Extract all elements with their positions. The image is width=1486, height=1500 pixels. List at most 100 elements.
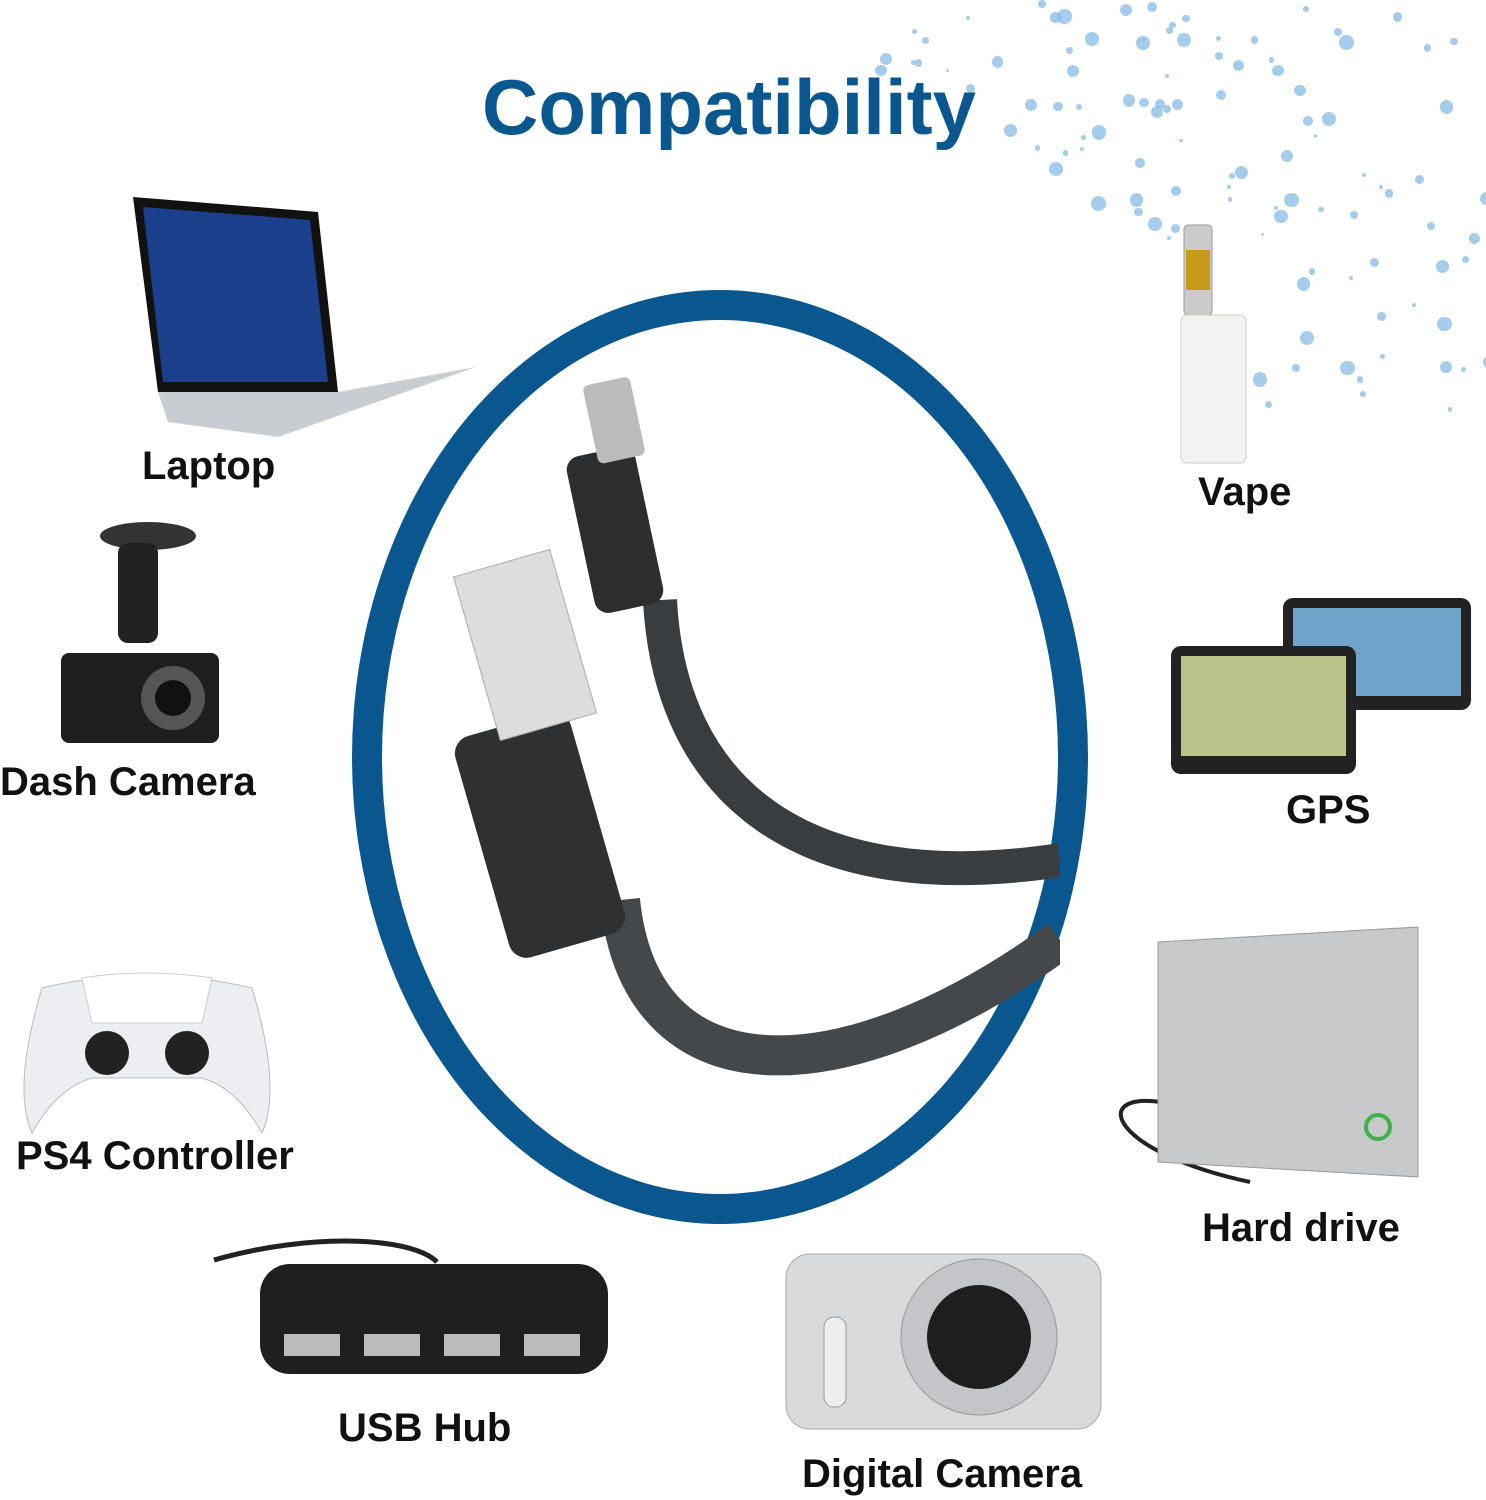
decorative-dot	[1349, 276, 1353, 281]
decorative-dot	[1135, 158, 1145, 168]
decorative-dot	[1362, 173, 1367, 178]
decorative-dot	[1333, 28, 1342, 36]
decorative-dot	[965, 15, 970, 20]
decorative-dot	[1380, 354, 1385, 359]
device-label-vape: Vape	[1198, 470, 1292, 514]
device-label-dash-camera: Dash Camera	[0, 760, 256, 804]
decorative-dot	[1066, 47, 1073, 55]
decorative-dot	[1293, 84, 1306, 97]
decorative-dot	[1339, 35, 1354, 50]
world-map-dots-decoration	[860, 0, 1486, 427]
decorative-dot	[1447, 407, 1453, 412]
hard-drive-icon	[1118, 926, 1419, 1184]
decorative-dot	[914, 59, 923, 67]
usb-hub-icon	[213, 1238, 608, 1374]
decorative-dot	[1182, 14, 1190, 23]
decorative-dot	[1179, 138, 1183, 143]
decorative-dot	[1080, 147, 1085, 151]
decorative-dot	[1062, 150, 1069, 156]
decorative-dot	[1172, 98, 1184, 110]
decorative-dot	[1080, 134, 1086, 140]
decorative-dot	[1170, 223, 1181, 233]
decorative-dot	[1308, 268, 1316, 275]
laptop-icon	[133, 197, 476, 437]
decorative-dot	[1232, 60, 1245, 72]
decorative-dot	[1450, 37, 1458, 45]
decorative-dot	[911, 60, 916, 66]
decorative-dot	[1057, 9, 1072, 24]
decorative-dot	[1468, 233, 1480, 244]
decorative-dot	[1084, 32, 1099, 46]
decorative-dot	[1284, 192, 1299, 208]
decorative-dot	[1461, 255, 1469, 263]
decorative-dot	[1439, 100, 1454, 114]
decorative-dot	[1250, 36, 1259, 45]
decorative-dot	[1215, 52, 1223, 60]
device-label-laptop: Laptop	[142, 444, 276, 488]
game-controller-icon	[23, 972, 271, 1135]
decorative-dot	[1048, 162, 1063, 177]
decorative-dot	[1004, 124, 1017, 137]
decorative-dot	[1066, 64, 1080, 77]
decorative-dot	[1092, 125, 1107, 140]
decorative-dot	[1165, 74, 1169, 78]
usb-cable-image	[452, 377, 1060, 1076]
decorative-dot	[1169, 21, 1176, 29]
decorative-dot	[1436, 260, 1449, 273]
decorative-dot	[875, 64, 887, 77]
decorative-dot	[1227, 197, 1233, 202]
decorative-dot	[1369, 257, 1380, 268]
decorative-dot	[879, 53, 892, 66]
decorative-dot	[1280, 150, 1293, 162]
decorative-dot	[1480, 191, 1486, 206]
decorative-dot	[1313, 134, 1318, 138]
decorative-dot	[1165, 26, 1173, 35]
decorative-dot	[1171, 186, 1181, 196]
decorative-dot	[1134, 208, 1143, 217]
vape-icon	[1180, 224, 1247, 464]
decorative-dot	[1349, 210, 1359, 220]
decorative-dot	[1122, 94, 1135, 107]
decorative-dot	[1166, 235, 1172, 240]
decorative-dot	[1303, 116, 1314, 127]
decorative-dot	[1273, 206, 1278, 211]
decorative-dot	[1216, 90, 1227, 101]
decorative-dot	[1136, 36, 1150, 50]
decorative-dot	[1130, 193, 1144, 207]
decorative-dot	[1053, 101, 1063, 112]
decorative-dot	[1377, 312, 1387, 322]
decorative-dot	[1482, 356, 1486, 369]
decorative-dot	[1292, 364, 1301, 373]
decorative-dot	[1272, 64, 1284, 76]
decorative-dot	[1176, 32, 1191, 47]
decorative-dot	[1461, 367, 1467, 373]
dash-camera-icon	[61, 522, 219, 743]
decorative-dot	[991, 56, 1004, 68]
decorative-dot	[1235, 166, 1249, 180]
decorative-dot	[1215, 35, 1221, 41]
decorative-dot	[1148, 216, 1162, 231]
decorative-dot	[1392, 12, 1403, 22]
decorative-dot	[1427, 221, 1436, 230]
decorative-dot	[965, 84, 975, 94]
decorative-dot	[1228, 172, 1236, 179]
page-title: Compatibility	[481, 63, 976, 151]
decorative-dot	[1119, 3, 1132, 16]
decorative-dot	[1264, 401, 1272, 409]
decorative-dot	[1138, 97, 1149, 108]
decorative-dot	[1268, 57, 1275, 63]
decorative-dot	[1274, 209, 1289, 224]
decorative-dot	[1037, 0, 1047, 9]
decorative-dot	[1253, 372, 1268, 387]
decorative-dot	[1321, 112, 1336, 127]
decorative-dot	[1318, 206, 1325, 213]
decorative-dot	[1302, 5, 1309, 12]
device-label-ps4-controller: PS4 Controller	[16, 1134, 294, 1178]
decorative-dot	[1339, 360, 1355, 376]
gps-icon	[1171, 598, 1471, 774]
decorative-dot	[1025, 99, 1038, 112]
decorative-dot	[922, 37, 929, 44]
decorative-dot	[1384, 189, 1394, 198]
decorative-dot	[1379, 184, 1384, 189]
decorative-dot	[1296, 277, 1311, 291]
